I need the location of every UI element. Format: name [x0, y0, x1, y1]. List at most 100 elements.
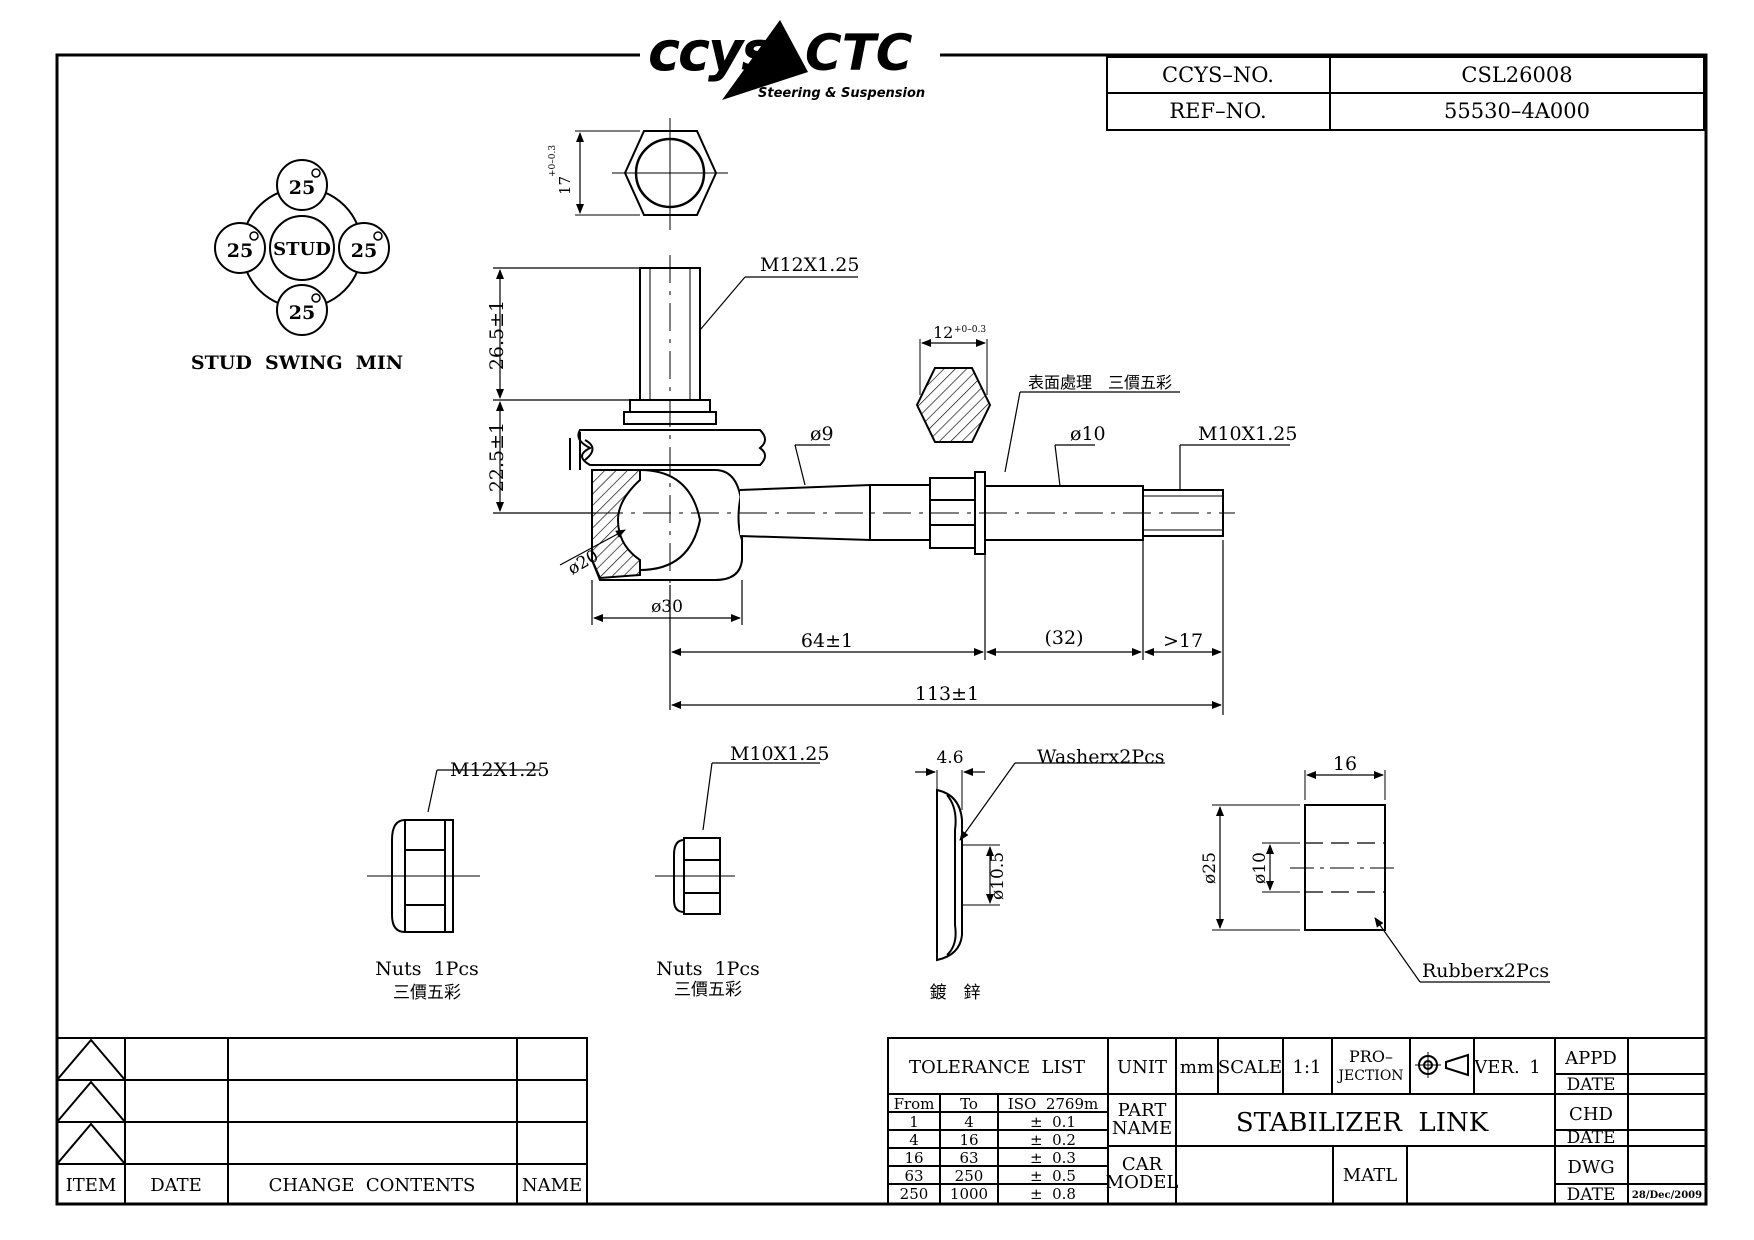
nut-m10-drawing	[655, 762, 820, 915]
nut1-thread-label: M12X1.25	[450, 759, 549, 781]
tol-cell: 4	[909, 1131, 919, 1149]
tol-cell: 63	[904, 1167, 923, 1185]
title-block	[887, 1037, 1707, 1205]
part-name-label-2: NAME	[1112, 1118, 1172, 1139]
tol-from-header: From	[894, 1095, 935, 1113]
tol-cell: 16	[904, 1149, 923, 1167]
chd-label: CHD	[1569, 1104, 1613, 1125]
revision-table	[56, 1037, 588, 1205]
length-17-label: >17	[1163, 630, 1203, 652]
scale-value: 1:1	[1293, 1057, 1322, 1078]
tol-cell: ± 0.5	[1030, 1167, 1076, 1185]
date3-value: 28/Dec/2009	[1632, 1190, 1702, 1201]
hex-top-view	[575, 118, 728, 230]
swing-angle-left: 25	[227, 240, 253, 262]
degree-marks	[249, 168, 383, 303]
rubber-od-label: ø25	[1200, 852, 1220, 884]
swing-center-label: STUD	[273, 239, 331, 260]
tol-iso-header: ISO 2769m	[1008, 1095, 1098, 1113]
swing-angle-top: 25	[289, 177, 315, 199]
stud-length-dim: 26.5±1	[486, 300, 508, 370]
ref-no-label: REF–NO.	[1169, 99, 1266, 123]
tol-cell: 1000	[950, 1185, 988, 1203]
total-length-label: 113±1	[915, 683, 979, 705]
date2-label: DATE	[1567, 1128, 1616, 1148]
ver-label: VER.	[1473, 1057, 1519, 1078]
date3-label: DATE	[1567, 1185, 1616, 1205]
ccys-no-value: CSL26008	[1461, 63, 1572, 87]
projection-label-2: JECTION	[1336, 1068, 1403, 1084]
rev-date-header: DATE	[150, 1175, 202, 1196]
ver-value: 1	[1529, 1057, 1540, 1078]
nut2-sub: 三價五彩	[674, 980, 742, 1000]
washer-sub: 鍍 鋅	[930, 982, 981, 1003]
stabilizer-link-main	[569, 255, 1235, 585]
projection-label-1: PRO–	[1349, 1047, 1393, 1066]
small-hex-section	[915, 339, 992, 443]
nut2-caption: Nuts 1Pcs	[656, 958, 760, 980]
part-name-value: STABILIZER LINK	[1236, 1108, 1489, 1138]
length-64-label: 64±1	[801, 630, 853, 652]
stud-swing-diagram	[214, 159, 390, 336]
unit-value: mm	[1180, 1057, 1214, 1078]
ccys-no-label: CCYS–NO.	[1162, 63, 1274, 87]
swing-caption: STUD SWING MIN	[191, 352, 403, 374]
nut1-caption: Nuts 1Pcs	[375, 958, 479, 980]
rev-change-header: CHANGE CONTENTS	[269, 1175, 476, 1196]
tol-cell: 250	[900, 1185, 929, 1203]
small-hex-dim: 12	[933, 323, 953, 342]
tol-cell: 4	[964, 1113, 974, 1131]
main-dimension-lines	[493, 267, 1290, 715]
dwg-label: DWG	[1567, 1157, 1614, 1178]
appd-label: APPD	[1564, 1048, 1617, 1069]
nut1-sub: 三價五彩	[393, 983, 461, 1003]
logo-tagline: Steering & Suspension	[758, 86, 925, 101]
tol-cell: ± 0.1	[1030, 1113, 1076, 1131]
unit-label: UNIT	[1117, 1057, 1167, 1078]
housing-dia30-label: ø30	[651, 597, 683, 617]
date1-label: DATE	[1567, 1075, 1616, 1095]
small-hex-tol: +0–0.3	[954, 325, 986, 335]
tol-cell: 1	[909, 1113, 919, 1131]
logo-brand-left: ccys	[648, 20, 772, 83]
rev-item-header: ITEM	[66, 1175, 117, 1196]
tol-cell: ± 0.2	[1030, 1131, 1076, 1149]
washer-drawing	[915, 762, 1165, 962]
length-32-label: (32)	[1044, 627, 1083, 649]
tol-cell: 250	[955, 1167, 984, 1185]
nut2-thread-label: M10X1.25	[730, 743, 829, 765]
company-logo: ccys CTC Steering & Suspension	[648, 20, 925, 101]
tol-cell: ± 0.8	[1030, 1185, 1076, 1203]
rev-name-header: NAME	[522, 1175, 582, 1196]
car-model-label-1: CAR	[1122, 1154, 1163, 1175]
car-model-label-2: MODEL	[1106, 1172, 1179, 1193]
rubber-width-label: 16	[1333, 753, 1357, 775]
swing-angle-bottom: 25	[289, 302, 315, 324]
hex-height-dim: 17	[556, 176, 574, 195]
tol-to-header: To	[960, 1095, 978, 1113]
rod-dia9-label: ø9	[810, 423, 834, 445]
tol-cell: ± 0.3	[1030, 1149, 1076, 1167]
tol-cell: 16	[959, 1131, 978, 1149]
scale-label: SCALE	[1218, 1057, 1282, 1078]
logo-brand-right: CTC	[805, 24, 913, 82]
hex-height-tol: +0–0.3	[548, 145, 558, 177]
rubber-drawing	[1212, 770, 1550, 983]
washer-thickness-label: 4.6	[936, 748, 963, 768]
stud-thread-label: M12X1.25	[760, 254, 859, 276]
rubber-id-label: ø10	[1250, 852, 1270, 884]
rubber-label: Rubberx2Pcs	[1422, 960, 1549, 982]
tol-cell: 63	[959, 1149, 978, 1167]
rod-dia10-label: ø10	[1070, 423, 1106, 445]
header-table	[1106, 56, 1705, 131]
tolerance-title: TOLERANCE LIST	[909, 1057, 1085, 1078]
washer-label: Washerx2Pcs	[1037, 746, 1165, 768]
ref-no-value: 55530–4A000	[1444, 99, 1590, 123]
rod-thread-label: M10X1.25	[1198, 423, 1297, 445]
surface-treatment-label: 表面處理 三價五彩	[1028, 373, 1172, 392]
part-name-label-1: PART	[1118, 1100, 1167, 1121]
ball-height-dim: 22.5±1	[486, 422, 508, 492]
nut-m12-drawing	[367, 769, 540, 934]
tolerance-table: From To ISO 2769m 1 4 ± 0.1 4 16 ± 0.2 1…	[894, 1095, 1099, 1203]
